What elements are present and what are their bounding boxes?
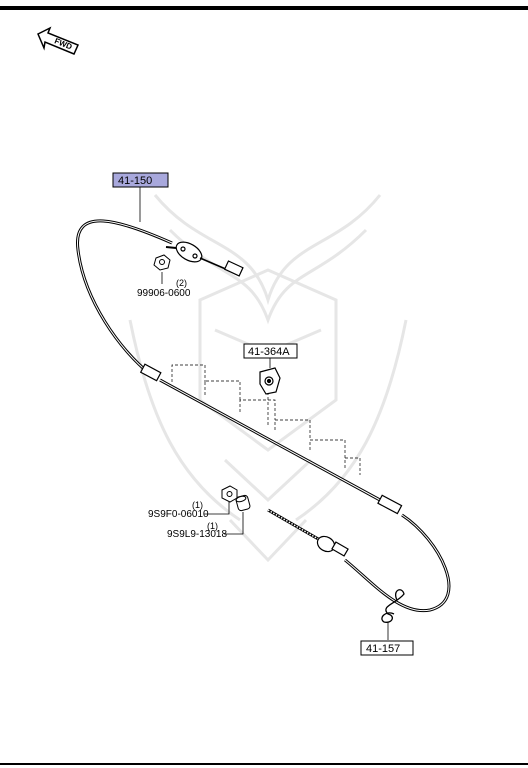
- callout-41-157: 41-157: [360, 640, 414, 656]
- nut-qty: (1): [192, 500, 203, 510]
- dashed-guide: [171, 364, 361, 475]
- bushing-leader: [224, 512, 244, 535]
- threaded-rod-end: [267, 508, 349, 557]
- svg-text:41-150: 41-150: [118, 175, 152, 187]
- fwd-arrow-icon: FWD: [37, 26, 80, 55]
- bushing-icon: [235, 494, 251, 512]
- nut-leader: [204, 502, 230, 515]
- bolt-top-icon: [153, 254, 171, 271]
- bracket-clip-icon: [259, 367, 281, 395]
- callout-41-364A: 41-364A: [243, 343, 298, 368]
- bolt-top-number: 99906-0600: [137, 288, 191, 299]
- nut-number: 9S9F0-06010: [148, 509, 209, 520]
- accelerator-cable: [76, 219, 451, 613]
- svg-text:41-157: 41-157: [366, 643, 400, 655]
- cable-sleeve: [139, 363, 403, 515]
- return-spring-icon: [381, 589, 405, 640]
- bolt-top-qty: (2): [176, 278, 187, 288]
- cable-flange-end: [165, 241, 244, 277]
- bushing-number: 9S9L9-13018: [167, 529, 227, 540]
- bushing-qty: (1): [207, 521, 218, 531]
- svg-text:41-364A: 41-364A: [248, 346, 290, 358]
- callout-41-150: 41-150: [112, 172, 169, 222]
- nut-icon: [221, 485, 238, 503]
